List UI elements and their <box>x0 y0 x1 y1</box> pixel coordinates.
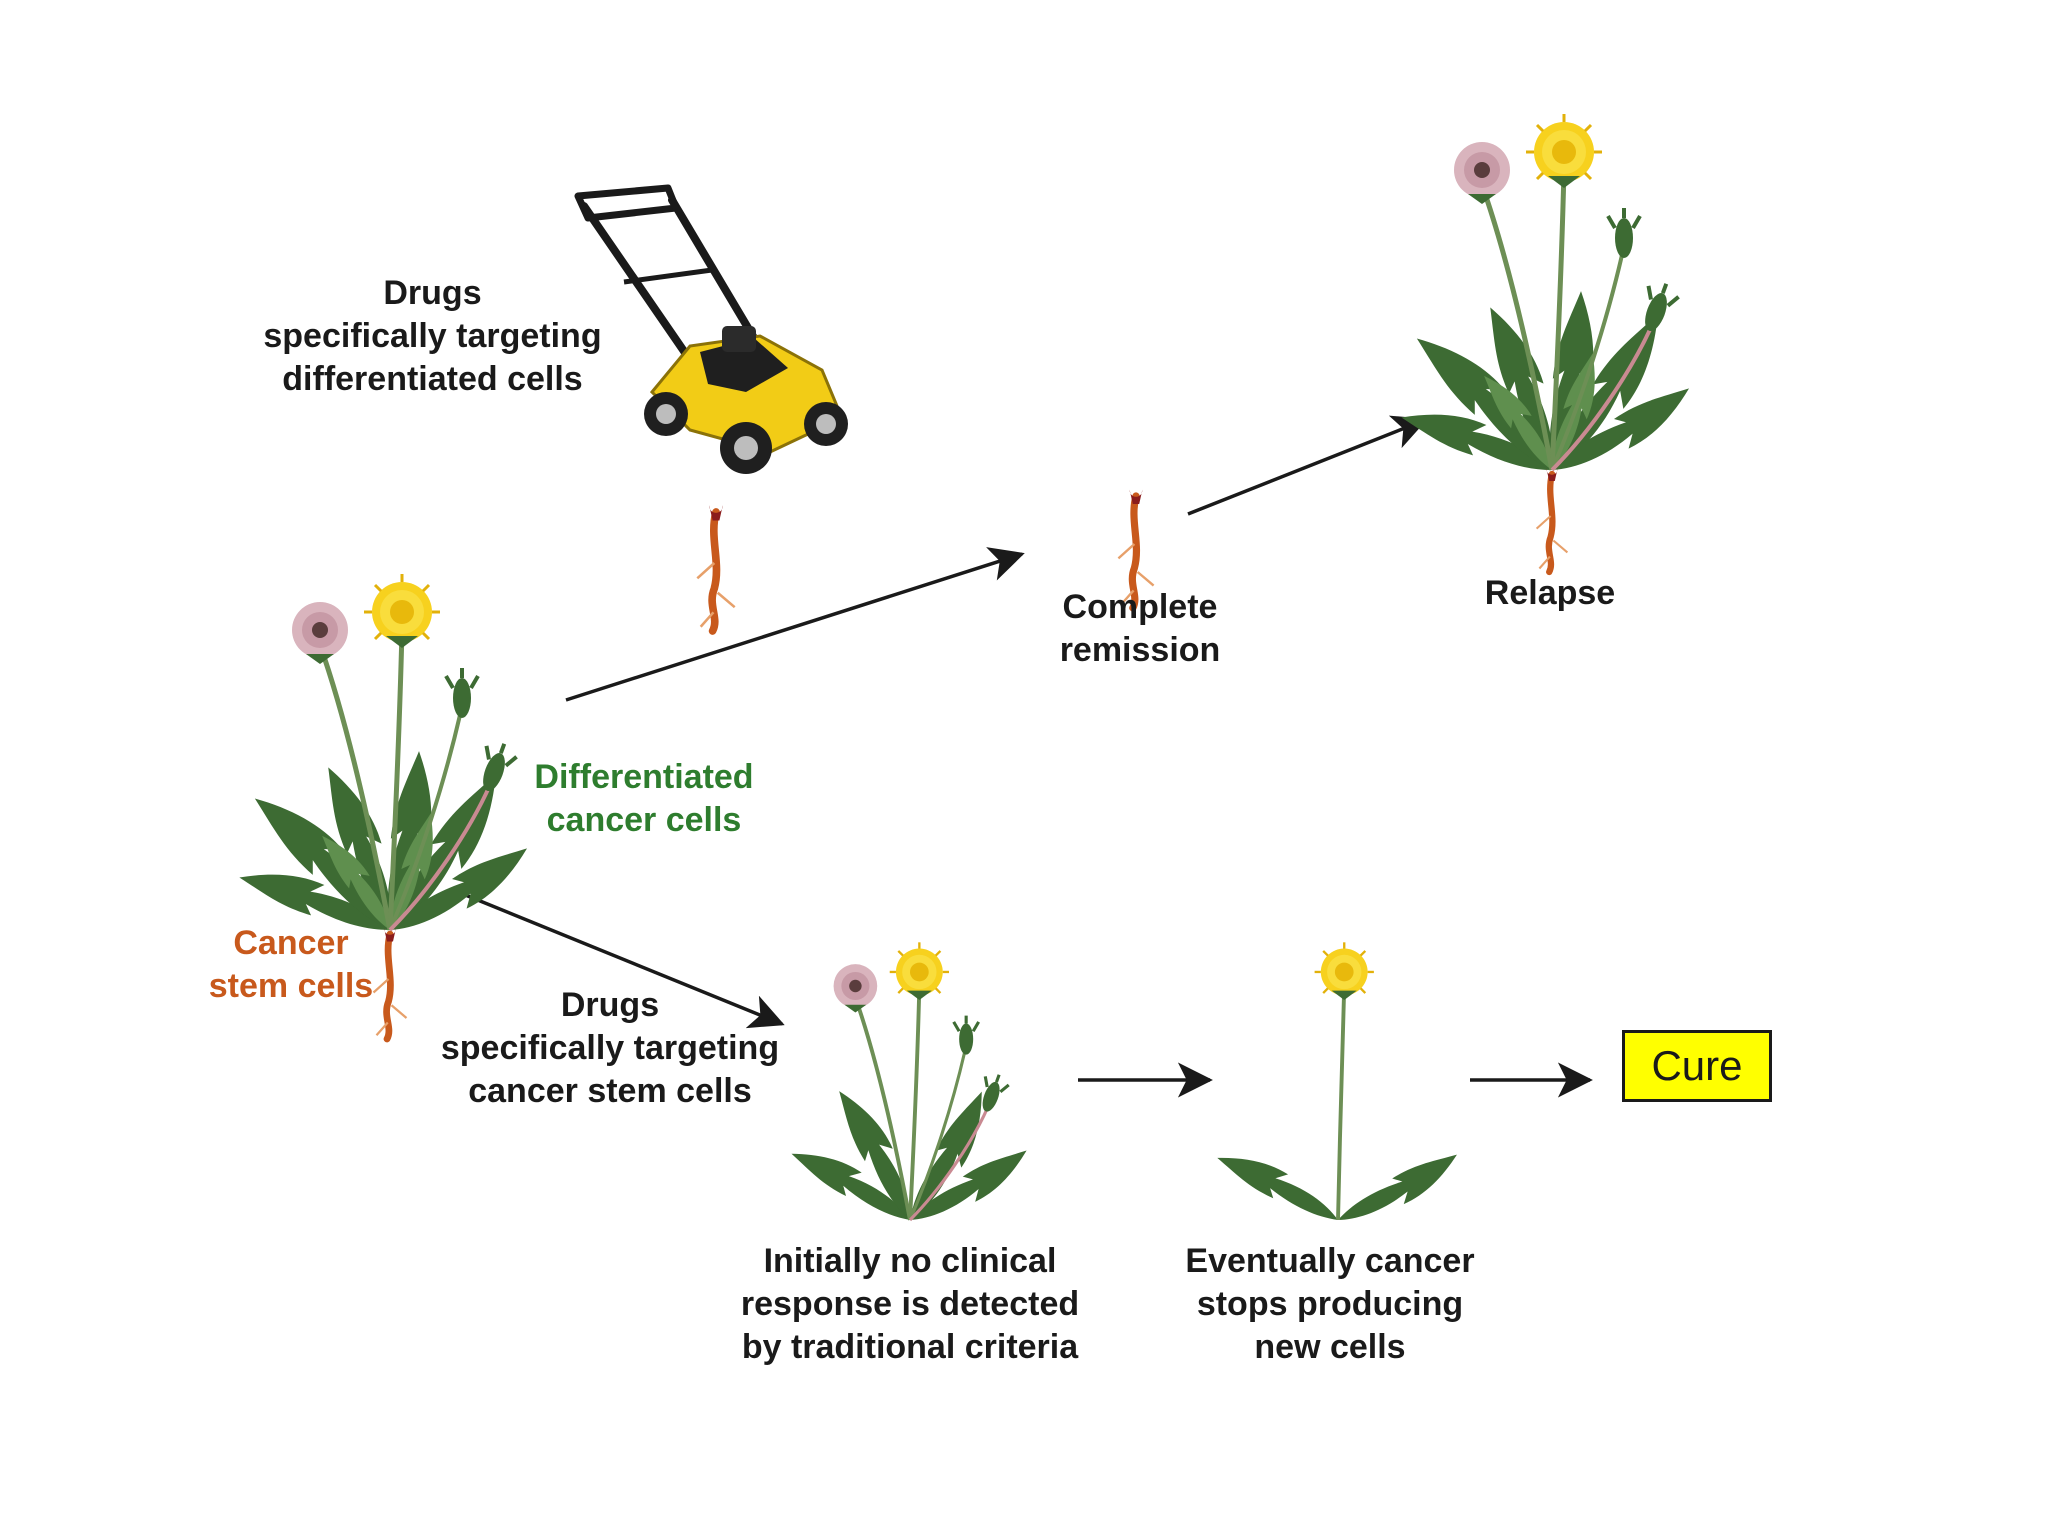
differentiated-cancer-cells-label: Differentiated cancer cells <box>534 758 754 839</box>
arrow-to-stem-drugs <box>457 890 785 1029</box>
arrow-to-relapse <box>1187 415 1428 516</box>
arrow-to-remission <box>565 547 1025 702</box>
drugs-differentiated-label: Drugs specifically targeting differentia… <box>263 274 602 398</box>
dandelion-plant-icon <box>1212 941 1466 1236</box>
dandelion-plant-icon <box>786 941 1037 1235</box>
drugs-stem-label: Drugs specifically targeting cancer stem… <box>440 986 780 1110</box>
cure-label: Cure <box>1651 1042 1743 1089</box>
lawn-mower-icon <box>574 184 848 474</box>
eventually-stops-label: Eventually cancer stops producing new ce… <box>1185 1242 1475 1366</box>
dandelion-root-icon <box>697 505 734 631</box>
cure-box: Cure <box>1622 1030 1772 1102</box>
relapse-label: Relapse <box>1484 574 1616 612</box>
complete-remission-label: Complete remission <box>1059 588 1221 669</box>
no-clinical-response-label: Initially no clinical response is detect… <box>740 1242 1080 1366</box>
dandelion-plant-icon <box>1397 114 1700 572</box>
cancer-stem-cells-label: Cancer stem cells <box>208 924 374 1005</box>
